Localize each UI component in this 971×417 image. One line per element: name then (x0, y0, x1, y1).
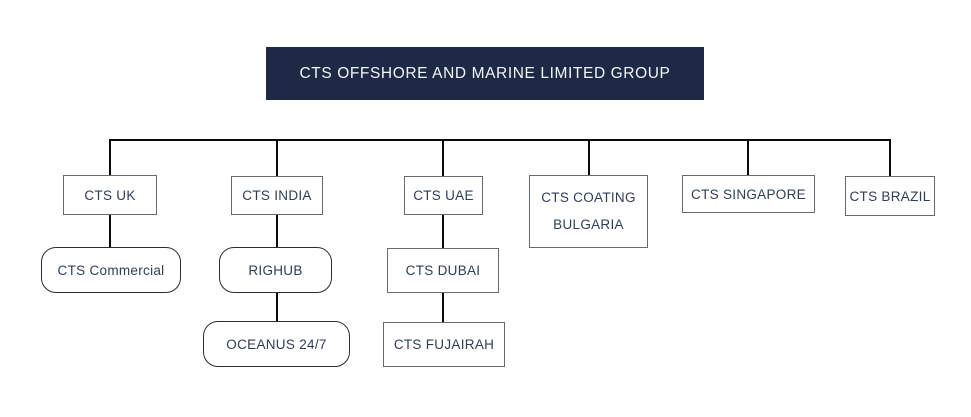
connector-cts-uae-to-cts-dubai (442, 214, 444, 249)
cts-coating-bulgaria-label-line1: CTS COATING (541, 190, 636, 206)
cts-coating-bulgaria-label-line2: BULGARIA (553, 217, 624, 232)
node-cts-fujairah: CTS FUJAIRAH (383, 322, 505, 367)
connector-drop-cts-brazil (889, 139, 891, 177)
node-cts-coating-bulgaria: CTS COATING BULGARIA (529, 175, 648, 248)
connector-drop-cts-uae (442, 139, 444, 177)
connector-cts-uk-to-cts-commercial (109, 214, 111, 248)
oceanus-24-7-label: OCEANUS 24/7 (226, 336, 327, 352)
connector-drop-cts-uk (109, 139, 111, 176)
node-cts-uk: CTS UK (63, 175, 157, 215)
cts-uk-label: CTS UK (84, 187, 136, 203)
node-cts-singapore: CTS SINGAPORE (682, 175, 815, 213)
node-cts-commercial: CTS Commercial (41, 247, 181, 293)
node-cts-brazil: CTS BRAZIL (845, 176, 935, 216)
cts-fujairah-label: CTS FUJAIRAH (393, 337, 495, 352)
node-righub: RIGHUB (219, 247, 332, 293)
connector-cts-dubai-to-cts-fujairah (442, 292, 444, 323)
node-cts-dubai: CTS DUBAI (387, 248, 499, 293)
node-cts-uae: CTS UAE (404, 176, 483, 215)
connector-rail (109, 139, 891, 141)
righub-label: RIGHUB (248, 262, 303, 278)
connector-drop-cts-coating-bulgaria (588, 139, 590, 176)
connector-righub-to-oceanus (276, 292, 278, 322)
node-cts-india: CTS INDIA (231, 176, 323, 215)
cts-dubai-label: CTS DUBAI (405, 263, 481, 278)
connector-cts-india-to-righub (276, 214, 278, 248)
root-node-label: CTS OFFSHORE AND MARINE LIMITED GROUP (299, 64, 671, 82)
cts-india-label: CTS INDIA (242, 188, 312, 203)
node-cts-offshore-and-marine-limited-group: CTS OFFSHORE AND MARINE LIMITED GROUP (266, 47, 704, 100)
node-oceanus-24-7: OCEANUS 24/7 (203, 321, 350, 367)
cts-singapore-label: CTS SINGAPORE (691, 186, 806, 202)
connector-drop-cts-singapore (747, 139, 749, 176)
cts-commercial-label: CTS Commercial (57, 262, 165, 278)
cts-uae-label: CTS UAE (413, 188, 474, 203)
connector-drop-cts-india (276, 139, 278, 177)
cts-brazil-label: CTS BRAZIL (849, 188, 931, 204)
